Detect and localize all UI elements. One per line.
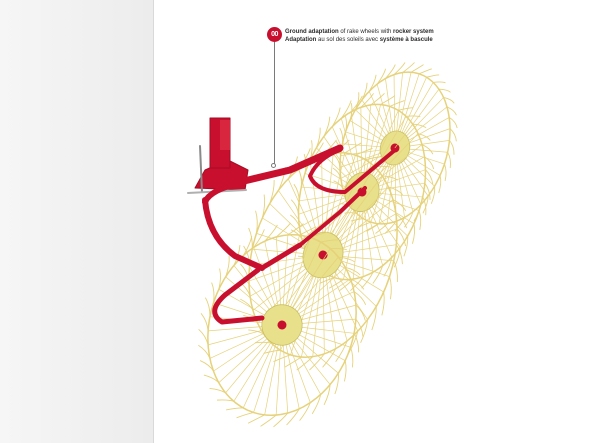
rake-wheel <box>239 139 408 371</box>
page-left-margin <box>0 0 153 443</box>
callout-badge-icon: 00 <box>267 27 282 42</box>
rake-wheels <box>198 62 458 428</box>
rake-frame <box>187 117 397 325</box>
feature-callout: Ground adaptation of rake wheels with ro… <box>285 28 485 44</box>
page-divider <box>153 0 154 443</box>
callout-line-fr: Adaptation au sol des soleils avec systè… <box>285 37 433 43</box>
callout-leader-line <box>274 42 275 164</box>
rake-wheel <box>198 222 367 428</box>
callout-line-en: Ground adaptation of rake wheels with ro… <box>285 29 434 35</box>
callout-target-dot <box>271 163 276 168</box>
